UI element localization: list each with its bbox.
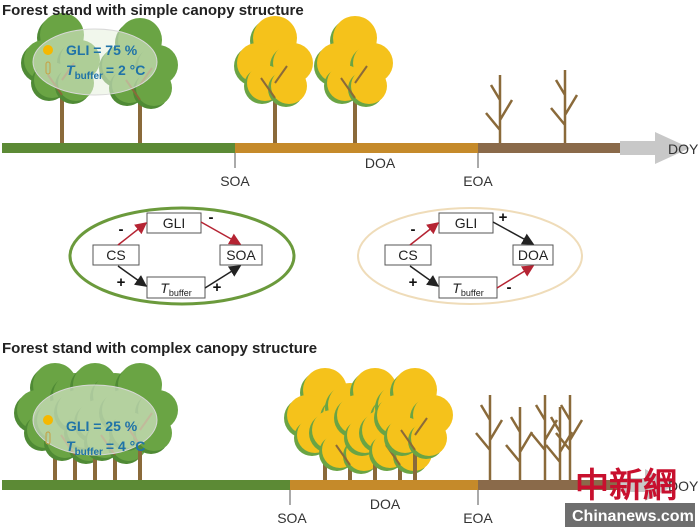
tbuffer-sub: buffer — [75, 71, 103, 82]
gli-value: GLI = 25 % — [66, 418, 138, 434]
sign-top_target: - — [209, 209, 214, 226]
eoa-label: EOA — [463, 510, 493, 526]
target-box — [219, 244, 263, 266]
sun-icon — [43, 45, 53, 55]
sign-cs_bottom: + — [117, 274, 126, 291]
watermark-chinese: 中新網 — [575, 466, 677, 506]
sun-icon — [43, 415, 53, 425]
gli-label: GLI — [163, 215, 186, 231]
tbuffer-sub: buffer — [75, 447, 103, 458]
svg-text:Tbuffer= 4 °C: Tbuffer= 4 °C — [66, 438, 145, 458]
arrow-cs_top — [117, 222, 148, 246]
timeline-complex: SOA DOA EOA DOY — [2, 469, 699, 526]
arrow-cs_top — [409, 222, 440, 246]
panel-title-simple: Forest stand with simple canopy structur… — [2, 2, 304, 19]
tbuffer-label: Tbuffer — [160, 280, 191, 298]
cs-box — [92, 244, 140, 266]
leaf-clump — [271, 68, 307, 104]
sign-bottom_target: - — [507, 279, 512, 296]
bare-tree-branches — [530, 395, 559, 480]
panel-title-complex: Forest stand with complex canopy structu… — [2, 340, 317, 357]
svg-text:Tbuffer= 2 °C: Tbuffer= 2 °C — [66, 62, 145, 82]
autumn-phase-bar — [235, 143, 478, 153]
sign-bottom_target: + — [213, 279, 222, 296]
bare-tree-branches — [475, 395, 504, 480]
tbuffer-var: T — [66, 62, 76, 78]
green-phase-bar — [2, 143, 235, 153]
thermometer-icon — [45, 61, 51, 75]
microclimate-info-simple: GLI = 75 % Tbuffer= 2 °C — [32, 28, 158, 96]
watermark-logo: 中新網 Chinanews.com — [565, 466, 695, 527]
leaf-clump — [351, 68, 387, 104]
gli-label: GLI — [455, 215, 478, 231]
tree-branch — [340, 65, 368, 99]
doy-label: DOY — [668, 141, 699, 157]
bare-tree-branches — [550, 70, 579, 143]
cs-label: CS — [106, 247, 125, 263]
sign-cs_top: - — [119, 221, 124, 238]
bare-tree-branches — [485, 75, 514, 143]
autumn-phase-bar — [290, 480, 478, 490]
bare-tree-branches — [555, 395, 584, 480]
diagram-ellipse — [68, 206, 296, 306]
bare-tree — [550, 70, 579, 143]
tbuffer-var: T — [160, 280, 170, 296]
bare-tree — [555, 395, 584, 480]
microclimate-info-complex: GLI = 25 % Tbuffer= 4 °C — [32, 384, 158, 458]
gli-value: GLI = 75 % — [66, 42, 138, 58]
arrow-cs_bottom — [117, 265, 148, 287]
doa-label: DOA — [370, 496, 401, 512]
arrow-top_target — [492, 221, 535, 245]
tbuffer-value: = 4 °C — [106, 438, 145, 454]
causal-diagram-doa: CS GLI DOA Tbuffer - + + - — [357, 207, 583, 305]
tree-branch — [260, 65, 288, 99]
cs-label: CS — [398, 247, 417, 263]
arrow-bottom_target — [496, 265, 535, 289]
target-label: DOA — [518, 247, 549, 263]
timeline-simple: SOA DOA EOA DOY — [2, 132, 699, 189]
sign-top_target: + — [499, 209, 508, 226]
cs-box — [384, 244, 432, 266]
bare-tree — [505, 407, 534, 480]
arrow-bottom_target — [204, 265, 242, 289]
tbuffer-var: T — [452, 280, 462, 296]
bare-tree-branches — [505, 407, 534, 480]
arrow-cs_bottom — [409, 265, 440, 287]
sign-cs_top: - — [411, 221, 416, 238]
eoa-label: EOA — [463, 173, 493, 189]
causal-diagram-soa: CS GLI SOA Tbuffer - - + + — [68, 206, 296, 306]
doa-label: DOA — [365, 155, 396, 171]
soa-label: SOA — [220, 173, 250, 189]
bare-tree — [530, 395, 559, 480]
bare-tree — [545, 407, 574, 480]
thermometer-icon — [45, 431, 51, 445]
leaf-clump — [411, 420, 447, 456]
green-phase-bar — [2, 480, 290, 490]
doy-label: DOY — [668, 478, 699, 494]
watermark-latin: Chinanews.com — [572, 508, 694, 525]
tree-branch — [400, 417, 428, 451]
tbuffer-label: Tbuffer — [452, 280, 483, 298]
tbuffer-value: = 2 °C — [106, 62, 145, 78]
leafless-phase-bar — [478, 480, 620, 490]
tree — [374, 368, 453, 480]
tree — [314, 16, 393, 143]
sign-cs_bottom: + — [409, 274, 418, 291]
diagram-ellipse — [357, 207, 583, 305]
soa-label: SOA — [277, 510, 307, 526]
bare-tree — [485, 75, 514, 143]
tree — [234, 16, 313, 143]
tbuffer-sub: buffer — [169, 288, 192, 298]
target-box — [512, 244, 554, 266]
tbuffer-sub: buffer — [461, 288, 484, 298]
arrow-top_target — [200, 221, 242, 245]
bare-tree — [475, 395, 504, 480]
tbuffer-var: T — [66, 438, 76, 454]
target-label: SOA — [226, 247, 256, 263]
doy-arrow-icon — [620, 132, 690, 164]
doy-arrow-icon — [620, 469, 675, 501]
leafless-phase-bar — [478, 143, 620, 153]
bare-tree-branches — [545, 407, 574, 480]
